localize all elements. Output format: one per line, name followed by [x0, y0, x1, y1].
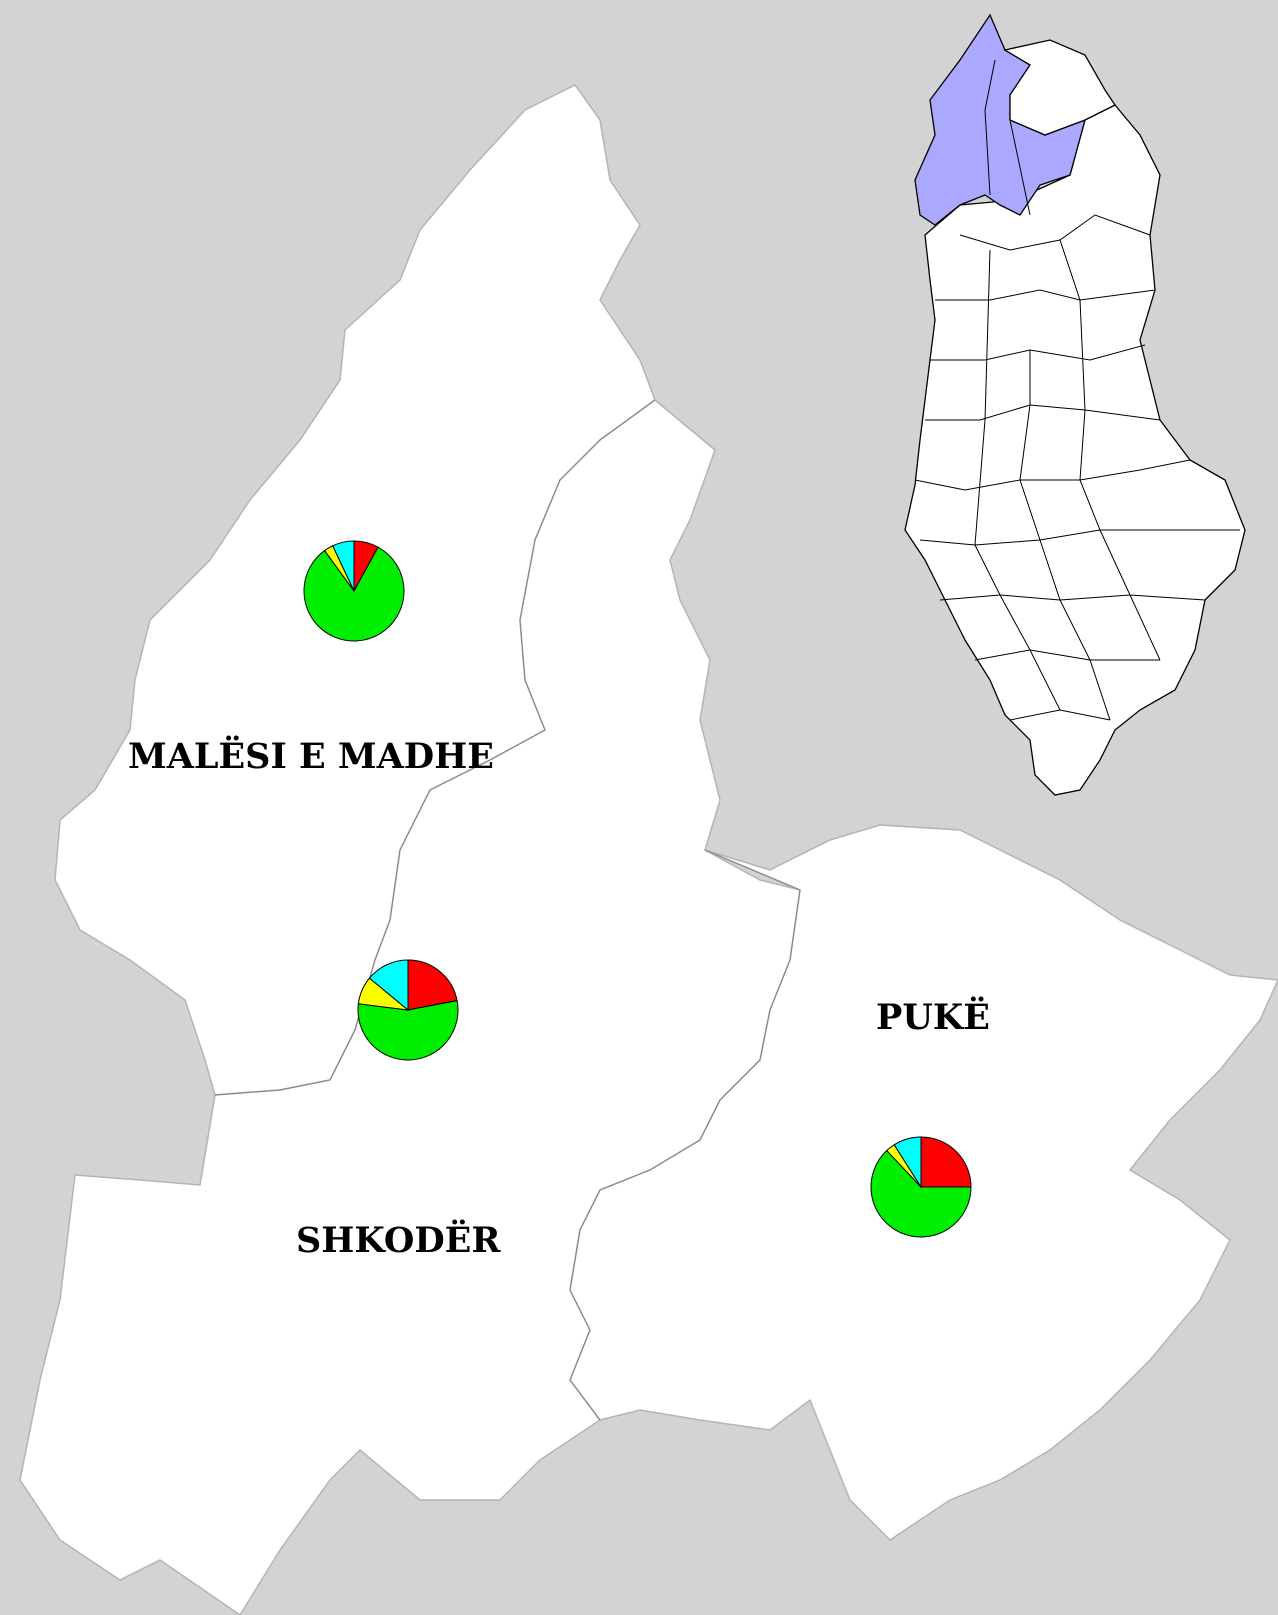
label-puke: PUKË: [876, 995, 990, 1038]
pie-puke: [870, 1136, 972, 1238]
pie-slice: [357, 1000, 459, 1061]
pie-malesi-e-madhe: [303, 540, 405, 642]
pie-slice: [893, 1136, 922, 1189]
inset-internal-borders: [914, 59, 1240, 721]
pie-slice: [368, 959, 409, 1012]
label-shkoder: SHKODËR: [296, 1218, 501, 1261]
border-malesi-shkoder: [214, 399, 656, 1096]
pie-slice: [407, 959, 458, 1011]
label-malesi-e-madhe: MALËSI E MADHE: [128, 734, 494, 777]
pie-slice: [920, 1136, 972, 1188]
pie-shkoder: [357, 959, 459, 1061]
pie-slice: [303, 546, 405, 642]
pie-slice: [870, 1149, 972, 1238]
inset-albania-outline: [904, 104, 1246, 796]
border-shkoder-puke: [569, 849, 801, 1421]
pie-slice: [332, 540, 355, 592]
inset-albania-map: [904, 13, 1246, 796]
inset-north-region: [1003, 39, 1116, 136]
